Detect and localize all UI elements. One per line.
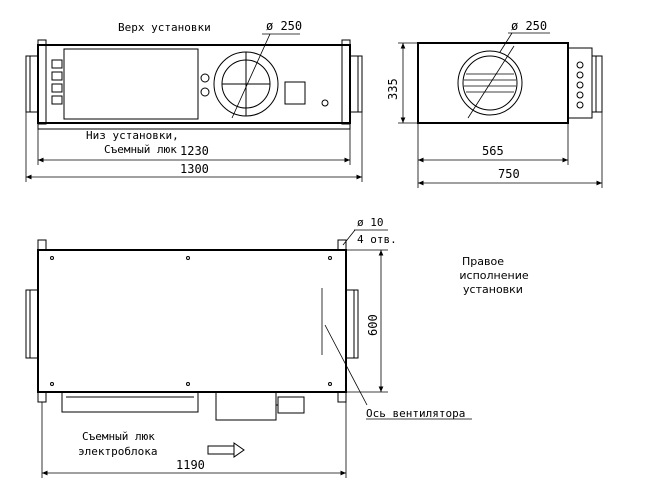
plan-screws <box>50 256 332 386</box>
plan-bracket-br <box>337 391 347 403</box>
front-right-flange <box>341 39 351 125</box>
plan-bracket-tl <box>37 239 47 251</box>
front-right-duct <box>349 55 363 113</box>
front-bottom-label-2: Съемный люк <box>104 143 177 156</box>
plan-hole-diameter: ø 10 <box>357 216 384 229</box>
plan-view: Ось вентилятора ø 10 4 отв. 600 Съемный … <box>25 216 472 478</box>
plan-dim-600: 600 <box>366 314 380 336</box>
front-top-label: Верх установки <box>118 21 211 34</box>
side-fan-circle <box>457 50 523 116</box>
plan-electrical-hatch <box>61 391 199 413</box>
side-fan-grille <box>464 73 516 93</box>
side-dim-750: 750 <box>498 167 520 181</box>
front-cable-gland <box>284 81 306 105</box>
side-view: ø 250 335 565 750 <box>386 19 603 188</box>
plan-motor-box <box>215 391 277 421</box>
side-terminals <box>576 61 584 109</box>
plan-hatch-label-2: электроблока <box>78 445 157 458</box>
side-diameter-label: ø 250 <box>511 19 547 33</box>
side-dim-335: 335 <box>386 78 400 100</box>
front-terminals <box>51 59 63 105</box>
plan-fan-axis-label: Ось вентилятора <box>366 407 465 420</box>
front-body <box>37 44 351 124</box>
note-line-3: установки <box>463 283 523 296</box>
side-duct <box>591 55 603 113</box>
plan-bracket-tr <box>337 239 347 251</box>
note-line-2: исполнение <box>459 269 528 282</box>
plan-bracket-bl <box>37 391 47 403</box>
front-electrical-panel <box>63 48 199 120</box>
side-body <box>417 42 569 124</box>
plan-left-duct <box>25 289 39 359</box>
front-view: Верх установки ø 250 Низ установки, Съем… <box>25 19 363 182</box>
plan-right-duct <box>345 289 359 359</box>
plan-hole-count: 4 отв. <box>357 233 397 246</box>
front-diameter-label: ø 250 <box>266 19 302 33</box>
side-dim-565: 565 <box>482 144 504 158</box>
front-left-flange <box>37 39 47 125</box>
front-left-duct <box>25 55 39 113</box>
plan-hatch-label-1: Съемный люк <box>82 430 155 443</box>
plan-cable-gland <box>277 396 305 414</box>
plan-slide-arrow <box>207 442 245 458</box>
front-bottom-label-1: Низ установки, <box>86 129 179 142</box>
plan-dim-1190: 1190 <box>176 458 205 472</box>
plan-body <box>37 249 347 393</box>
front-dim-1230: 1230 <box>180 144 209 158</box>
front-dim-1300: 1300 <box>180 162 209 176</box>
version-note: Правое исполнение установки <box>459 255 528 296</box>
front-base-rail <box>37 122 351 130</box>
note-line-1: Правое <box>462 255 504 268</box>
